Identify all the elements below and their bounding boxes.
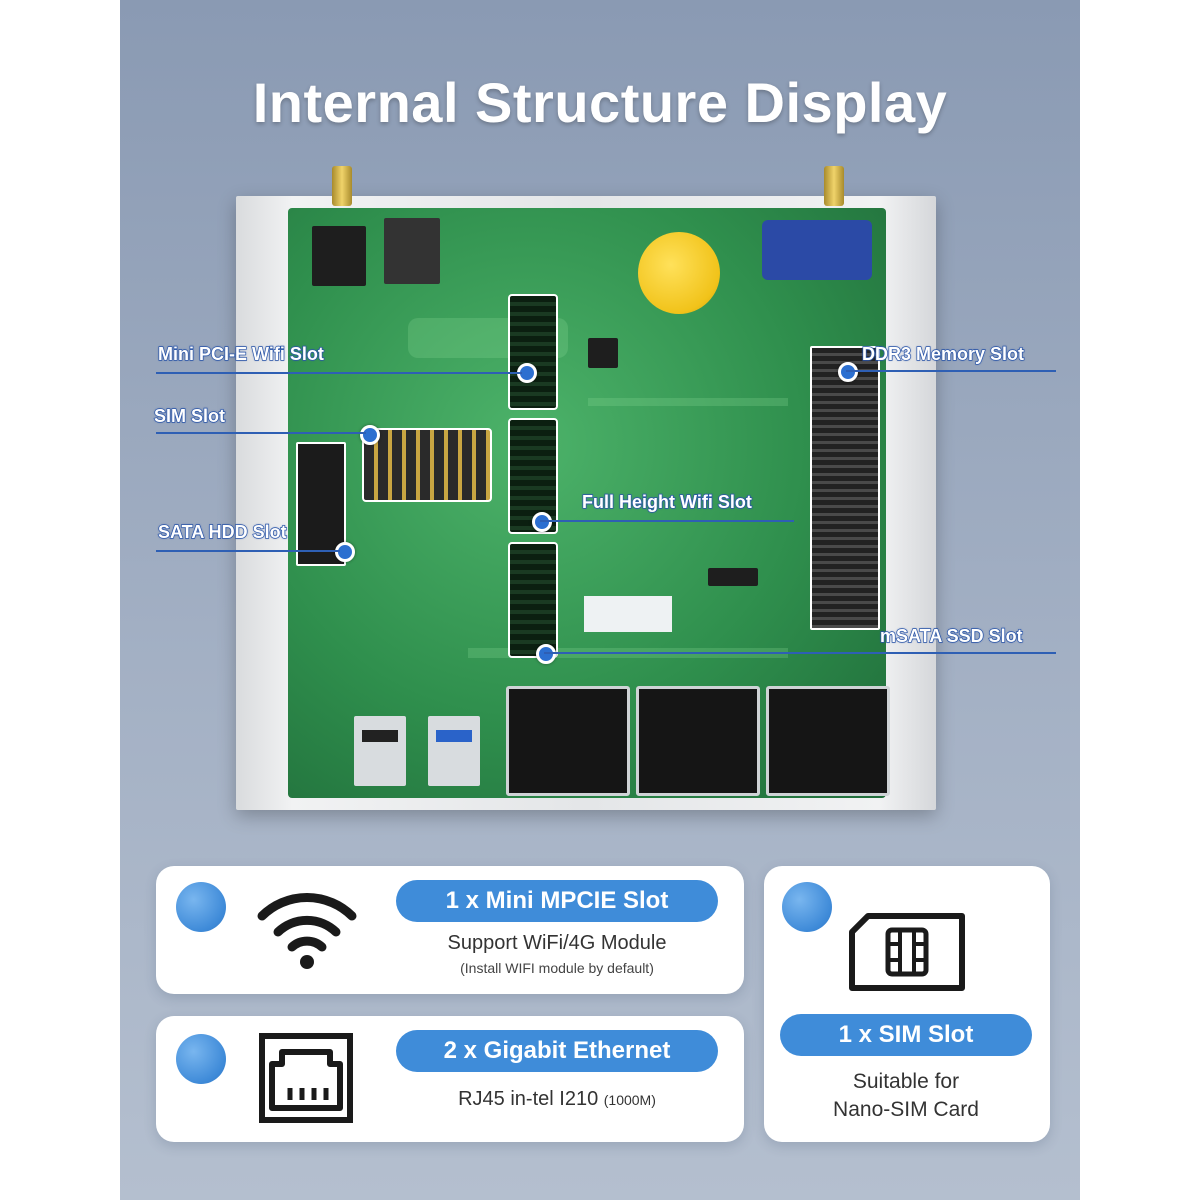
wifi-icon	[257, 893, 357, 969]
rj45-port	[766, 686, 890, 796]
bullet-icon	[176, 1034, 226, 1084]
page-title: Internal Structure Display	[252, 71, 948, 134]
rj45-port	[636, 686, 760, 796]
marker-sim	[360, 425, 380, 445]
callout-label-mini-pcie: Mini PCI-E Wifi Slot	[157, 343, 324, 364]
callout-label-ddr3: DDR3 Memory Slot	[861, 343, 1025, 364]
connector-block	[384, 218, 440, 284]
sim-holder	[362, 428, 492, 502]
ddr3-slot	[810, 346, 880, 630]
ethernet-port-icon	[259, 1033, 353, 1123]
callout-label-sim: SIM Slot	[153, 405, 225, 426]
mini-pcie-slot	[508, 294, 558, 410]
antenna-connector-left	[332, 166, 352, 206]
feature-heading-sim: 1 x SIM Slot	[780, 1014, 1032, 1056]
callout-line-mini-pcie	[156, 372, 522, 374]
callout-line-full-height	[540, 520, 794, 522]
usb-port	[354, 716, 406, 786]
feature-card-ethernet: 2 x Gigabit Ethernet RJ45 in-tel I210 (1…	[156, 1016, 744, 1142]
sim-card-icon	[849, 913, 965, 991]
product-label	[584, 596, 672, 632]
feature-desc-ethernet: RJ45 in-tel I210 (1000M)	[396, 1088, 718, 1111]
marker-full-height	[532, 512, 552, 532]
marker-msata	[536, 644, 556, 664]
callout-label-sata: SATA HDD Slot	[157, 521, 287, 542]
feature-card-sim: 1 x SIM Slot Suitable for Nano-SIM Card	[764, 866, 1050, 1142]
feature-desc-wifi: Support WiFi/4G Module	[447, 932, 667, 954]
motherboard-photo	[236, 166, 936, 810]
bullet-icon	[782, 882, 832, 932]
vga-port	[762, 220, 872, 280]
callout-line-sata	[156, 550, 340, 552]
callout-label-full-height: Full Height Wifi Slot	[581, 491, 752, 512]
feature-desc-ethernet-main: RJ45 in-tel I210	[458, 1088, 599, 1110]
marker-sata	[335, 542, 355, 562]
marker-ddr3	[838, 362, 858, 382]
pcb-trace	[588, 398, 788, 406]
callout-line-ddr3	[846, 370, 1056, 372]
feature-note-wifi: (Install WIFI module by default)	[460, 960, 654, 976]
rj45-port	[506, 686, 630, 796]
chip	[708, 568, 758, 586]
usb3-port	[428, 716, 480, 786]
callout-line-msata	[544, 652, 1056, 654]
full-height-wifi-slot	[508, 418, 558, 534]
feature-card-wifi: 1 x Mini MPCIE Slot Support WiFi/4G Modu…	[156, 866, 744, 994]
msata-slot	[508, 542, 558, 658]
feature-desc-sim-line2: Nano-SIM Card	[833, 1098, 979, 1121]
feature-desc-sim-line1: Suitable for	[852, 1070, 960, 1093]
chip	[588, 338, 618, 368]
feature-heading-ethernet: 2 x Gigabit Ethernet	[396, 1030, 718, 1072]
antenna-connector-right	[824, 166, 844, 206]
bullet-icon	[176, 882, 226, 932]
feature-heading-wifi: 1 x Mini MPCIE Slot	[396, 880, 718, 922]
callout-line-sim	[156, 432, 366, 434]
callout-label-msata: mSATA SSD Slot	[879, 625, 1023, 646]
cmos-battery	[638, 232, 720, 314]
power-jack	[312, 226, 366, 286]
feature-desc-ethernet-speed: (1000M)	[603, 1092, 656, 1108]
